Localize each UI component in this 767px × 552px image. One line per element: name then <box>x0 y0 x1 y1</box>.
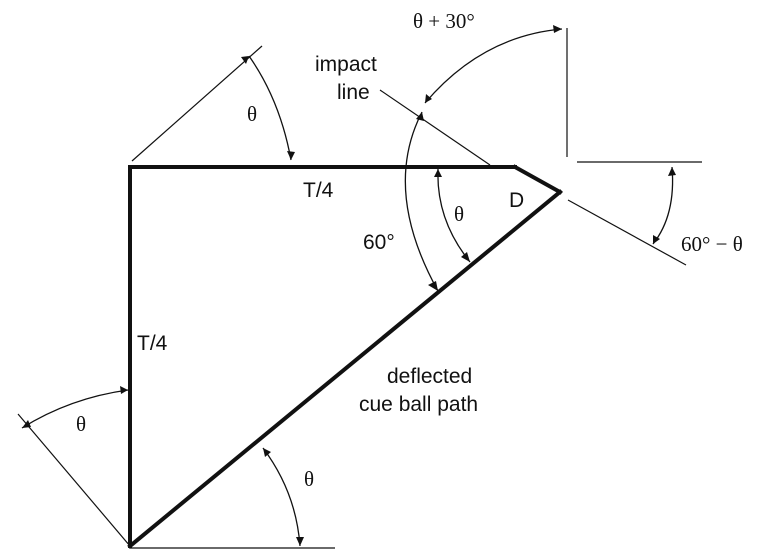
reference-lines <box>17 28 702 549</box>
deflected-path-line <box>127 189 563 549</box>
arc-theta-bottom <box>262 447 301 547</box>
right-diagonal-line <box>567 199 687 266</box>
arrowhead <box>434 169 442 177</box>
arrowheads <box>22 25 676 546</box>
arrowhead <box>553 25 562 33</box>
arrowhead <box>120 386 128 394</box>
arrowhead <box>428 281 438 291</box>
arrowhead <box>416 112 424 121</box>
theta-plus-30-label: θ + 30° <box>413 9 475 33</box>
arrowhead <box>296 537 304 546</box>
arrowhead <box>263 448 271 457</box>
deflected-label-line2: cue ball path <box>359 393 478 416</box>
theta-bottom-label: θ <box>304 467 314 491</box>
arc-theta-plus-30 <box>424 28 563 104</box>
d-label: D <box>509 189 524 212</box>
theta-mid-label: θ <box>454 202 464 226</box>
arc-theta-mid <box>437 168 471 263</box>
sixty-minus-theta-label: 60° − θ <box>681 232 743 256</box>
impact-line <box>379 89 491 166</box>
theta-top-left-label: θ <box>247 102 257 126</box>
main-paths <box>127 164 563 549</box>
arrowhead <box>425 94 432 103</box>
sixty-label: 60° <box>363 231 395 254</box>
theta-left-label: θ <box>76 412 86 436</box>
deflected-label-line1: deflected <box>387 365 472 388</box>
arc-sixty-minus-theta <box>652 166 674 245</box>
impact-line-label-line1: impact <box>315 53 377 76</box>
arrowhead <box>461 252 470 262</box>
t4-top-label: T/4 <box>303 179 334 202</box>
ball-contact-segment <box>512 164 563 195</box>
arrowhead <box>287 151 295 160</box>
arrowhead <box>668 167 676 176</box>
labels: impact line θ + 30° θ T/4 θ D 60° − θ 60… <box>76 9 743 491</box>
arrowhead <box>22 420 31 428</box>
arc-sixty <box>404 111 439 292</box>
angle-arcs <box>21 28 674 547</box>
arc-theta-left <box>21 389 129 429</box>
arrowhead <box>241 56 249 64</box>
arc-theta-top-left <box>248 55 292 161</box>
upper-left-reference-line <box>131 45 263 162</box>
arrowhead <box>653 235 660 244</box>
t4-left-label: T/4 <box>137 332 168 355</box>
impact-line-label-line2: line <box>337 81 370 104</box>
lower-left-reference-line <box>17 413 131 547</box>
